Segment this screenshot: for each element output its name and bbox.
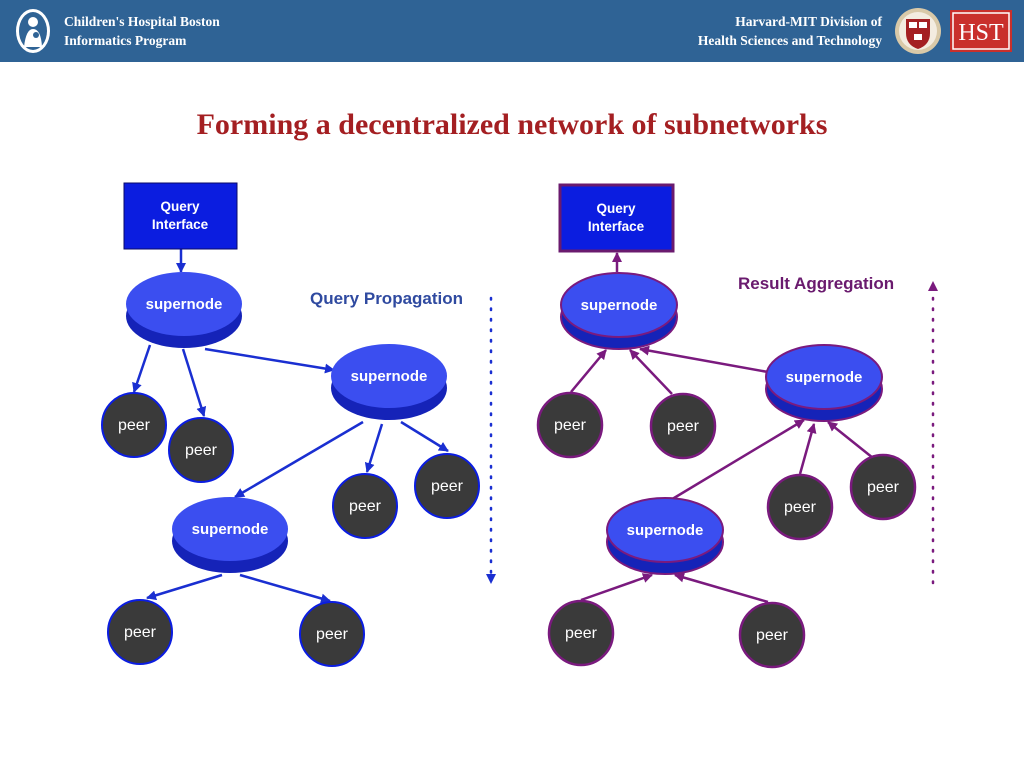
edge-supernode-to-supernode	[639, 345, 769, 374]
edge-peer-to-supernode	[827, 421, 874, 459]
left-query-interface-box: Query Interface	[123, 182, 238, 250]
supernode-label: supernode	[581, 297, 658, 314]
right-peer: peer	[766, 473, 834, 541]
slide-title: Forming a decentralized network of subne…	[196, 108, 828, 141]
supernode-label: supernode	[146, 296, 223, 313]
left-peer: peer	[332, 473, 398, 539]
left-diagram: Query Interface supernode supernode supe…	[101, 182, 496, 667]
peer-label: peer	[784, 499, 817, 516]
edge-peer-to-supernode	[580, 573, 653, 602]
query-interface-label-line1: Query	[160, 199, 200, 214]
header-right-line2: Health Sciences and Technology	[697, 33, 882, 48]
edge-peer-to-supernode	[570, 349, 607, 393]
peer-label: peer	[124, 624, 157, 641]
edge-supernode-to-supernode	[204, 347, 335, 374]
right-diagram: Query Interface supernode supernode supe…	[536, 183, 938, 669]
peer-label: peer	[316, 626, 349, 643]
peer-label: peer	[118, 417, 151, 434]
edge-peer-to-supernode	[674, 572, 769, 604]
up-arrow-icon	[928, 281, 938, 291]
down-arrow-icon	[486, 574, 496, 584]
left-edges	[132, 249, 449, 604]
supernode-label: supernode	[351, 368, 428, 385]
peer-label: peer	[349, 498, 382, 515]
query-interface-label-line1: Query	[596, 201, 636, 216]
header-left-line2: Informatics Program	[64, 33, 187, 48]
edge-supernode-to-peer	[181, 348, 207, 417]
left-supernode: supernode	[172, 497, 288, 573]
hst-logo-text: HST	[958, 20, 1004, 46]
right-peer: peer	[649, 392, 717, 460]
result-aggregation-label: Result Aggregation	[738, 274, 894, 293]
right-supernode: supernode	[765, 344, 883, 422]
edge-supernode-to-peer	[400, 420, 449, 453]
left-peer: peer	[107, 599, 173, 665]
peer-label: peer	[431, 478, 464, 495]
supernode-label: supernode	[192, 521, 269, 538]
right-supernode: supernode	[606, 497, 724, 575]
query-propagation-label: Query Propagation	[310, 289, 463, 308]
supernode-label: supernode	[786, 369, 863, 386]
left-peer: peer	[168, 417, 234, 483]
header-left-text: Children's Hospital Boston Informatics P…	[64, 12, 220, 50]
harvard-seal-icon	[895, 8, 941, 54]
right-supernode: supernode	[560, 272, 678, 350]
right-peer: peer	[536, 391, 604, 459]
right-edges	[570, 252, 874, 604]
peer-label: peer	[565, 625, 598, 642]
header-right-line1: Harvard-MIT Division of	[735, 14, 882, 29]
hst-logo-icon: HST	[950, 10, 1012, 52]
edge-supernode-to-supernode	[668, 418, 805, 503]
supernode-label: supernode	[627, 522, 704, 539]
header-right-text: Harvard-MIT Division of Health Sciences …	[698, 12, 882, 50]
right-query-interface-box: Query Interface	[558, 183, 675, 253]
left-peer: peer	[101, 392, 167, 458]
edge-supernode-to-peer	[364, 423, 384, 473]
peer-label: peer	[185, 442, 218, 459]
edge-peer-to-supernode	[798, 423, 817, 475]
edge-supernode-to-supernode	[234, 420, 364, 499]
left-supernode: supernode	[126, 272, 242, 348]
right-peer: peer	[738, 601, 806, 669]
header-left-line1: Children's Hospital Boston	[64, 14, 220, 29]
left-peer: peer	[299, 601, 365, 667]
childrens-hospital-logo-icon	[16, 9, 50, 53]
left-peer: peer	[414, 453, 480, 519]
peer-label: peer	[867, 479, 900, 496]
edge-supernode-to-peer	[146, 573, 223, 601]
right-peer: peer	[547, 599, 615, 667]
edge-supernode-to-peer	[239, 573, 331, 604]
query-interface-label-line2: Interface	[152, 217, 209, 232]
query-interface-label-line2: Interface	[588, 219, 645, 234]
edge-supernode-to-peer	[132, 344, 152, 393]
edge-peer-to-supernode	[629, 349, 673, 395]
peer-label: peer	[554, 417, 587, 434]
header-bar: Children's Hospital Boston Informatics P…	[0, 0, 1024, 62]
left-supernode: supernode	[331, 344, 447, 420]
right-peer: peer	[849, 453, 917, 521]
peer-label: peer	[667, 418, 700, 435]
peer-label: peer	[756, 627, 789, 644]
